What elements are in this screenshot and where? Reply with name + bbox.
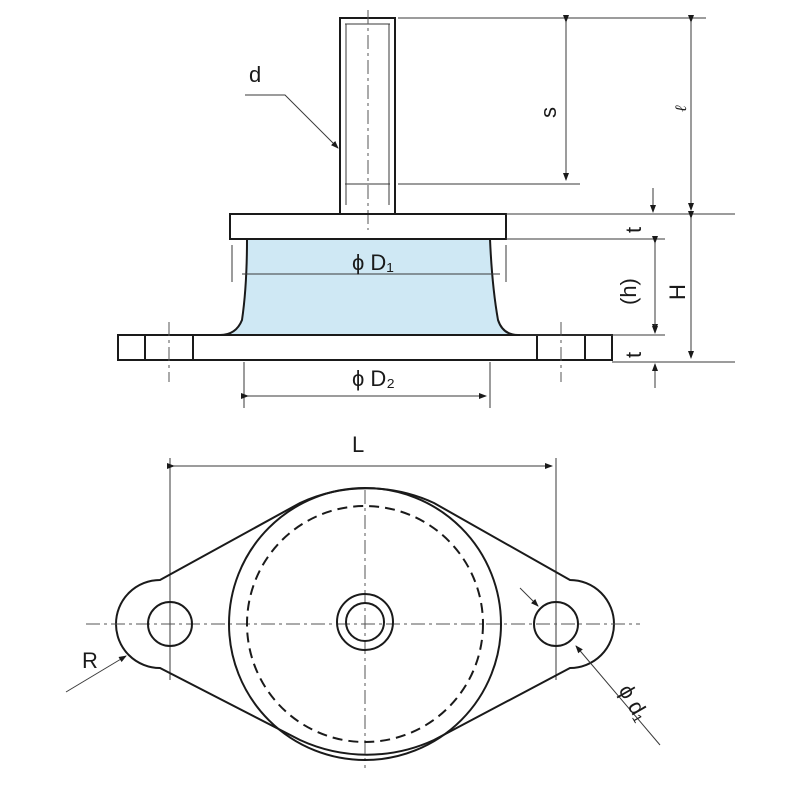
label-R: R [82, 648, 98, 673]
dimension-d: d [245, 62, 339, 149]
label-H-height: H [665, 284, 690, 300]
mounting-hole-left [147, 601, 193, 647]
side-view: d s ℓ t (h) [117, 10, 735, 408]
mounting-hole-right [533, 601, 579, 647]
label-stud-s: s [536, 107, 561, 118]
label-thread-d: d [249, 62, 261, 87]
dimension-phi-d1: ϕ d₁ [519, 587, 661, 746]
dimension-H: H [665, 211, 694, 359]
flange-outline [115, 487, 615, 756]
base-plate [117, 322, 613, 382]
dimension-bottom-t: t [621, 310, 658, 388]
stud-inner-circle [345, 602, 385, 642]
label-phi-D2: ϕ D₂ [352, 366, 395, 391]
plan-view: L R ϕ d₁ [65, 432, 661, 768]
label-h-height: (h) [616, 278, 641, 305]
dimension-L: L [167, 432, 557, 680]
label-L: L [352, 432, 364, 457]
body-outer-circle [228, 487, 502, 761]
label-length-l: ℓ [671, 105, 690, 112]
dimension-phi-D2: ϕ D₂ [241, 362, 491, 408]
label-top-t: t [621, 227, 646, 233]
dimension-h: (h) [616, 236, 658, 332]
threaded-stud [339, 10, 396, 230]
dimension-top-t: t [621, 188, 656, 233]
label-phi-D1: ϕ D₁ [352, 250, 394, 275]
rubber-hidden-circle [246, 505, 484, 743]
dimension-R: R [65, 648, 127, 693]
label-phi-d1: ϕ d₁ [614, 680, 655, 725]
dimension-l: ℓ [580, 15, 706, 211]
label-bottom-t: t [621, 352, 646, 358]
dimension-phi-D1: ϕ D₁ [231, 245, 507, 282]
stud-outer-circle [336, 593, 394, 651]
dimension-s: s [398, 15, 580, 185]
